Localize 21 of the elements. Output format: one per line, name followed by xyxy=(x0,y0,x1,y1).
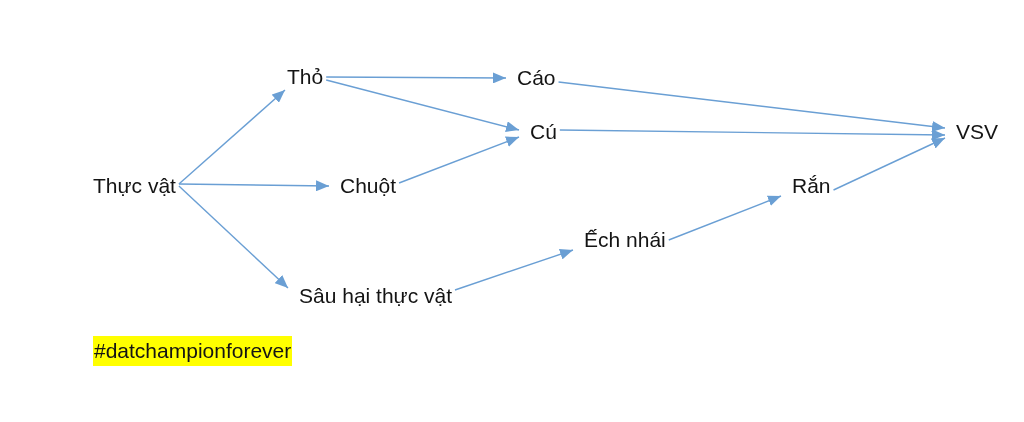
organism-label: Sâu hại thực vật xyxy=(288,283,455,309)
organism-label: Ếch nhái xyxy=(573,227,669,253)
organism-label: Cú xyxy=(519,119,560,145)
organism-label: Thỏ xyxy=(276,64,327,90)
arrow xyxy=(178,185,289,289)
organism-label: VSV xyxy=(945,119,1002,145)
organism-label: Cáo xyxy=(506,65,559,91)
arrow xyxy=(557,81,946,132)
organism-label: Rắn xyxy=(781,173,834,199)
arrow xyxy=(559,129,946,141)
organism-label: Chuột xyxy=(329,173,400,199)
arrow xyxy=(398,136,520,184)
arrow xyxy=(454,248,574,291)
hashtag-highlight: #datchampionforever xyxy=(93,336,293,366)
arrow xyxy=(832,137,946,191)
organism-label: Thực vật xyxy=(82,173,179,199)
arrow xyxy=(178,180,330,192)
arrow xyxy=(178,89,286,185)
arrow xyxy=(325,79,520,133)
arrow xyxy=(668,195,782,241)
arrow xyxy=(325,72,507,84)
